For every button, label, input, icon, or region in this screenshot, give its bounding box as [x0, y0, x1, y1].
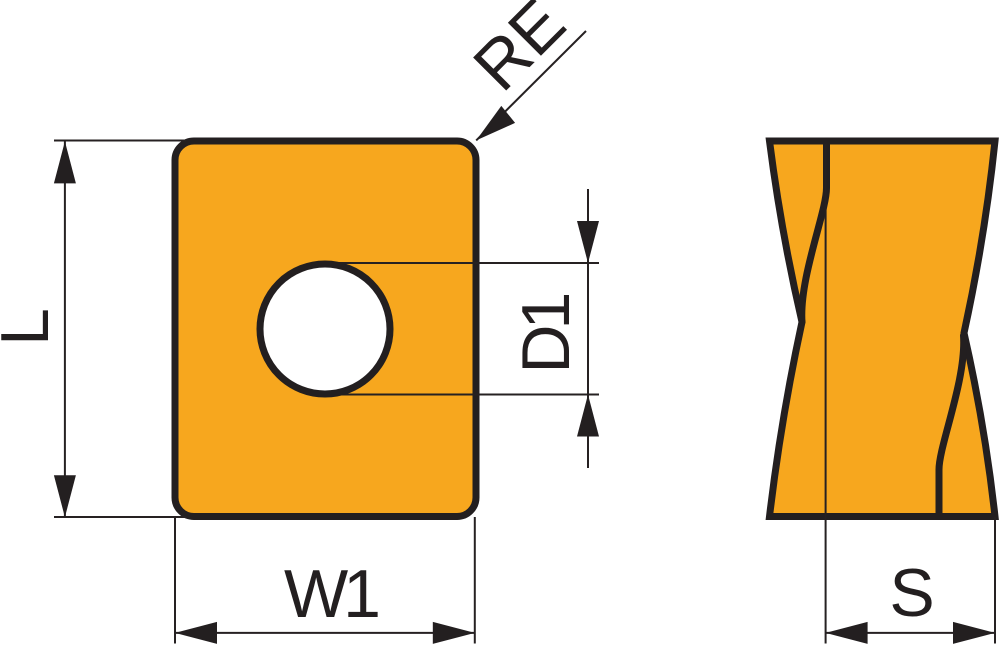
svg-text:W1: W1	[284, 556, 378, 632]
svg-text:L: L	[0, 308, 63, 346]
svg-text:D1: D1	[508, 295, 584, 374]
svg-text:S: S	[889, 555, 934, 631]
svg-text:RE: RE	[459, 0, 580, 105]
